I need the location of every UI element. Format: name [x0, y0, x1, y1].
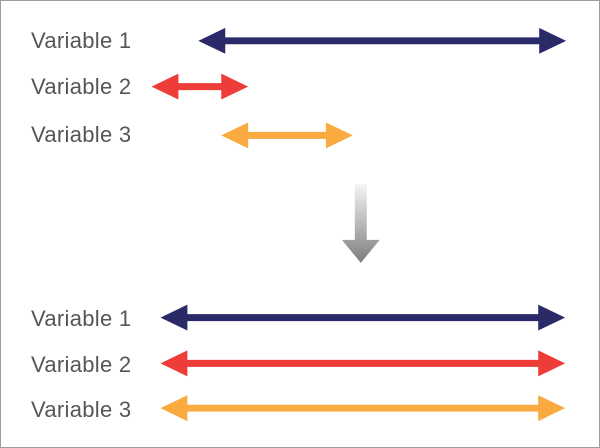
double-arrow-before-variable-3: [221, 122, 353, 149]
down-arrow-icon: [341, 184, 380, 263]
after-arrows-group: [160, 304, 566, 422]
label-after-variable-1: Variable 1: [31, 306, 132, 331]
double-arrow-after-variable-2: [160, 350, 566, 377]
label-after-variable-2: Variable 2: [31, 352, 132, 377]
before-arrows-group: [151, 27, 567, 149]
label-before-variable-2: Variable 2: [31, 74, 132, 99]
label-before-variable-3: Variable 3: [31, 122, 132, 147]
double-arrow-after-variable-3: [160, 395, 566, 422]
label-after-variable-3: Variable 3: [31, 397, 132, 422]
double-arrow-after-variable-1: [160, 304, 566, 331]
label-before-variable-1: Variable 1: [31, 28, 132, 53]
double-arrow-before-variable-1: [198, 27, 567, 54]
double-arrow-before-variable-2: [151, 73, 249, 100]
